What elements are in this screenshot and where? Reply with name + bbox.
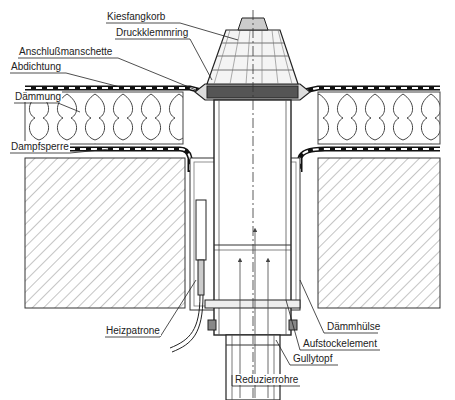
part-label: Druckklemmring	[115, 27, 189, 38]
part-label: Dämmung	[14, 91, 62, 102]
part-label: Reduzierrohre	[234, 374, 299, 385]
part-label: Heizpatrone	[105, 325, 161, 336]
part-label: Kiesfangkorb	[106, 11, 166, 22]
part-label: Abdichtung	[10, 61, 62, 72]
part-label: Gullytopf	[292, 353, 333, 364]
part-label: Aufstockelement	[302, 338, 378, 349]
part-label: Dampfsperre	[10, 141, 70, 152]
part-label: Anschlußmanschette	[18, 46, 113, 57]
part-label: Dämmhülse	[326, 321, 381, 332]
